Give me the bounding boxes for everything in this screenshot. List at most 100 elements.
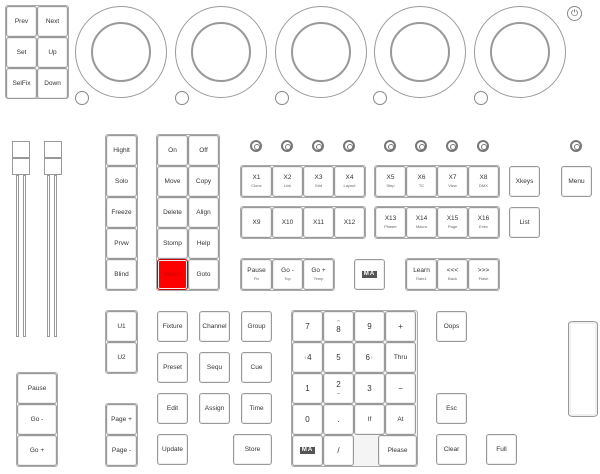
xkey-knob[interactable] (384, 140, 396, 152)
key-2[interactable]: 2⌣ (323, 373, 354, 404)
esc-button[interactable]: Esc (436, 393, 467, 424)
fader-2-handle[interactable] (44, 141, 62, 158)
xkey-knob[interactable] (446, 140, 458, 152)
flash-button[interactable]: >>>Flash (468, 259, 499, 290)
exec-go-minus-button[interactable]: Go - (17, 404, 57, 435)
encoder-4[interactable] (374, 6, 466, 98)
encoder-1[interactable] (75, 6, 167, 98)
off-button[interactable]: Off (188, 135, 219, 166)
key-plus[interactable]: + (385, 311, 416, 342)
encoder-5-button[interactable] (474, 91, 488, 105)
key-6[interactable]: 6› (354, 342, 385, 373)
next-button[interactable]: Next (37, 6, 68, 37)
x12-button[interactable]: X12 (334, 207, 365, 238)
at-button[interactable]: At (385, 404, 416, 435)
exec-pause-button[interactable]: Pause (17, 373, 57, 404)
align-button[interactable]: Align (188, 197, 219, 228)
fader-1-track[interactable] (23, 175, 26, 337)
encoder-3-button[interactable] (275, 91, 289, 105)
x11-button[interactable]: X11 (303, 207, 334, 238)
go-plus-temp-button[interactable]: Go +Temp (303, 259, 334, 290)
set-button[interactable]: Set (6, 37, 37, 68)
xkey-knob[interactable] (312, 140, 324, 152)
up-button[interactable]: Up (37, 37, 68, 68)
prvw-button[interactable]: Prvw (106, 228, 137, 259)
if-button[interactable]: If (354, 404, 385, 435)
key-7[interactable]: 7 (292, 311, 323, 342)
encoder-3[interactable] (275, 6, 367, 98)
freeze-button[interactable]: Freeze (106, 197, 137, 228)
down-button[interactable]: Down (37, 68, 68, 99)
group-button[interactable]: Group (241, 311, 272, 342)
encoder-inner[interactable] (191, 22, 251, 82)
encoder-inner[interactable] (291, 22, 351, 82)
delete-button[interactable]: Delete (157, 197, 188, 228)
update-button[interactable]: Update (157, 434, 188, 465)
fader-2-handle[interactable] (44, 158, 62, 175)
fixture-button[interactable]: Fixture (157, 311, 188, 342)
edit-button[interactable]: Edit (157, 393, 188, 424)
back-button[interactable]: <<<Back (437, 259, 468, 290)
channel-button[interactable]: Channel (199, 311, 230, 342)
fader-2-track[interactable] (47, 175, 50, 337)
xkey-knob[interactable] (343, 140, 355, 152)
encoder-2[interactable] (175, 6, 267, 98)
page-plus-button[interactable]: Page + (106, 404, 137, 435)
key-1[interactable]: 1 (292, 373, 323, 404)
fader-1-handle[interactable] (12, 158, 30, 175)
help-button[interactable]: Help (188, 228, 219, 259)
copy-button[interactable]: Copy (188, 166, 219, 197)
page-minus-button[interactable]: Page - (106, 435, 137, 466)
selfix-button[interactable]: SelFix (6, 68, 37, 99)
u1-button[interactable]: U1 (106, 311, 137, 342)
encoder-1-button[interactable] (75, 91, 89, 105)
clear-button[interactable]: Clear (436, 434, 467, 465)
time-button[interactable]: Time (241, 393, 272, 424)
highlt-button[interactable]: Highlt (106, 135, 137, 166)
fader-1-track[interactable] (16, 175, 19, 337)
xkey-knob[interactable] (477, 140, 489, 152)
ma-button[interactable]: MA (354, 259, 385, 290)
assign-button[interactable]: Assign (199, 393, 230, 424)
x9-button[interactable]: X9 (241, 207, 272, 238)
full-button[interactable]: Full (486, 434, 517, 465)
xkey-knob[interactable] (281, 140, 293, 152)
key-3[interactable]: 3 (354, 373, 385, 404)
blind-button[interactable]: Blind (106, 259, 137, 290)
cue-button[interactable]: Cue (241, 352, 272, 383)
stomp-button[interactable]: Stomp (157, 228, 188, 259)
encoder-4-button[interactable] (373, 91, 387, 105)
ma-numpad-button[interactable]: MA (292, 435, 323, 466)
key-8[interactable]: ⌢8 (323, 311, 354, 342)
u2-button[interactable]: U2 (106, 342, 137, 373)
key-dot[interactable]: . (323, 404, 354, 435)
list-button[interactable]: List (509, 207, 540, 238)
preset-button[interactable]: Preset (157, 352, 188, 383)
please-button[interactable]: Please (378, 435, 417, 466)
xkeys-button[interactable]: Xkeys (509, 166, 540, 197)
go-minus-top-button[interactable]: Go -Top (272, 259, 303, 290)
thru-button[interactable]: Thru (385, 342, 416, 373)
fader-1-handle[interactable] (12, 141, 30, 158)
store-button[interactable]: Store (233, 434, 272, 465)
encoder-2-button[interactable] (175, 91, 189, 105)
encoder-inner[interactable] (390, 22, 450, 82)
prev-button[interactable]: Prev (6, 6, 37, 37)
on-button[interactable]: On (157, 135, 188, 166)
key-5[interactable]: 5 (323, 342, 354, 373)
move-button[interactable]: Move (157, 166, 188, 197)
menu-knob[interactable] (570, 140, 582, 152)
key-9[interactable]: 9 (354, 311, 385, 342)
x10-button[interactable]: X10 (272, 207, 303, 238)
